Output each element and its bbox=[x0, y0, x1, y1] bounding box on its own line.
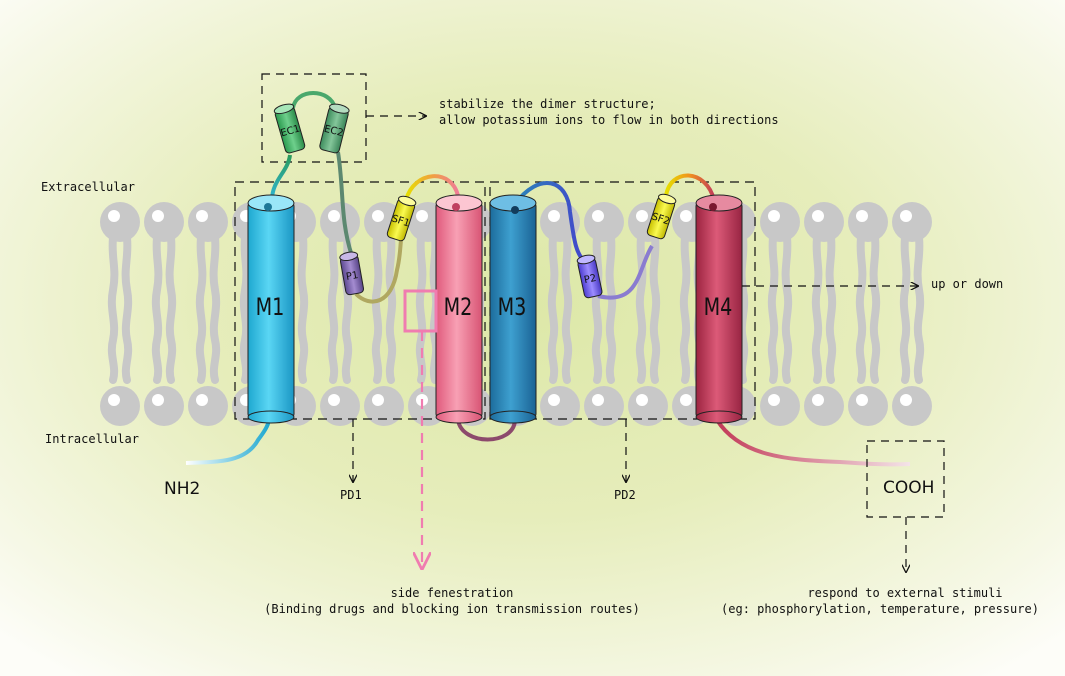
helix-m1-shape bbox=[247, 194, 295, 424]
cooh-box bbox=[866, 440, 945, 518]
svg-text:EC2: EC2 bbox=[323, 124, 345, 139]
n-terminus-label: NH2 bbox=[164, 479, 201, 499]
ec-cap-box bbox=[261, 73, 367, 163]
lipid-molecule bbox=[144, 202, 184, 426]
pd1-label: PD1 bbox=[340, 488, 362, 502]
loop-ec2-p1 bbox=[336, 151, 354, 257]
m4-label: M4 bbox=[703, 293, 733, 321]
intracellular-label: Intracellular bbox=[45, 432, 139, 446]
loop-m2-m3 bbox=[456, 419, 517, 442]
lipid-molecule bbox=[804, 202, 844, 426]
pd2-label: PD2 bbox=[614, 488, 636, 502]
sf1-segment: SF1 bbox=[386, 195, 417, 242]
loop-sf2-m4 bbox=[664, 173, 716, 201]
helix-m3-shape bbox=[489, 194, 537, 424]
pd1-box bbox=[234, 181, 486, 420]
sf2-segment: SF2 bbox=[646, 193, 677, 240]
c-terminus-label: COOH bbox=[883, 478, 935, 498]
svg-text:P1: P1 bbox=[345, 270, 359, 283]
n-terminal-tail bbox=[185, 419, 271, 465]
svg-text:SF1: SF1 bbox=[390, 213, 411, 229]
m4-annotation: up or down bbox=[931, 277, 1004, 291]
ec-cap-annotation-line1: stabilize the dimer structure; bbox=[439, 97, 656, 111]
helix-m4-shape bbox=[695, 194, 743, 424]
lipid-molecule bbox=[364, 202, 404, 426]
svg-text:EC1: EC1 bbox=[279, 123, 301, 139]
loop-sf1-m2 bbox=[404, 174, 460, 201]
ec1-segment: EC1 bbox=[273, 103, 306, 154]
cterm-annotation-title: respond to external stimuli bbox=[807, 586, 1003, 600]
lipid-molecule bbox=[628, 202, 668, 426]
p2-segment: P2 bbox=[576, 254, 603, 299]
loop-p1-sf1 bbox=[354, 239, 403, 304]
m3-label: M3 bbox=[497, 293, 527, 321]
lipid-molecule bbox=[892, 202, 932, 426]
lipid-molecule bbox=[188, 202, 228, 426]
cterm-annotation-description: (eg: phosphorylation, temperature, press… bbox=[721, 602, 1039, 616]
loop-ec1-ec2 bbox=[291, 91, 337, 109]
svg-text:P2: P2 bbox=[583, 273, 597, 286]
loop-p2-sf2 bbox=[597, 244, 654, 300]
c-terminal-tail bbox=[715, 418, 911, 467]
ec-cap-annotation-line2: allow potassium ions to flow in both dir… bbox=[439, 113, 779, 127]
extracellular-label: Extracellular bbox=[41, 180, 135, 194]
lipid-molecule bbox=[760, 202, 800, 426]
svg-text:SF2: SF2 bbox=[650, 211, 671, 227]
fenestration-description: (Binding drugs and blocking ion transmis… bbox=[264, 602, 640, 616]
m1-label: M1 bbox=[255, 293, 285, 321]
helix-m2-shape bbox=[435, 194, 483, 424]
lipid-molecule bbox=[848, 202, 888, 426]
lipid-molecule bbox=[100, 202, 140, 426]
ec2-segment: EC2 bbox=[319, 103, 350, 154]
lipid-molecule bbox=[320, 202, 360, 426]
m2-label: M2 bbox=[443, 293, 473, 321]
side-fenestration-marker bbox=[403, 289, 438, 333]
p1-segment: P1 bbox=[339, 251, 365, 296]
lipid-molecule bbox=[540, 202, 580, 426]
lipid-molecule bbox=[584, 202, 624, 426]
fenestration-title: side fenestration bbox=[390, 586, 514, 600]
loop-m3-p2 bbox=[512, 181, 588, 264]
